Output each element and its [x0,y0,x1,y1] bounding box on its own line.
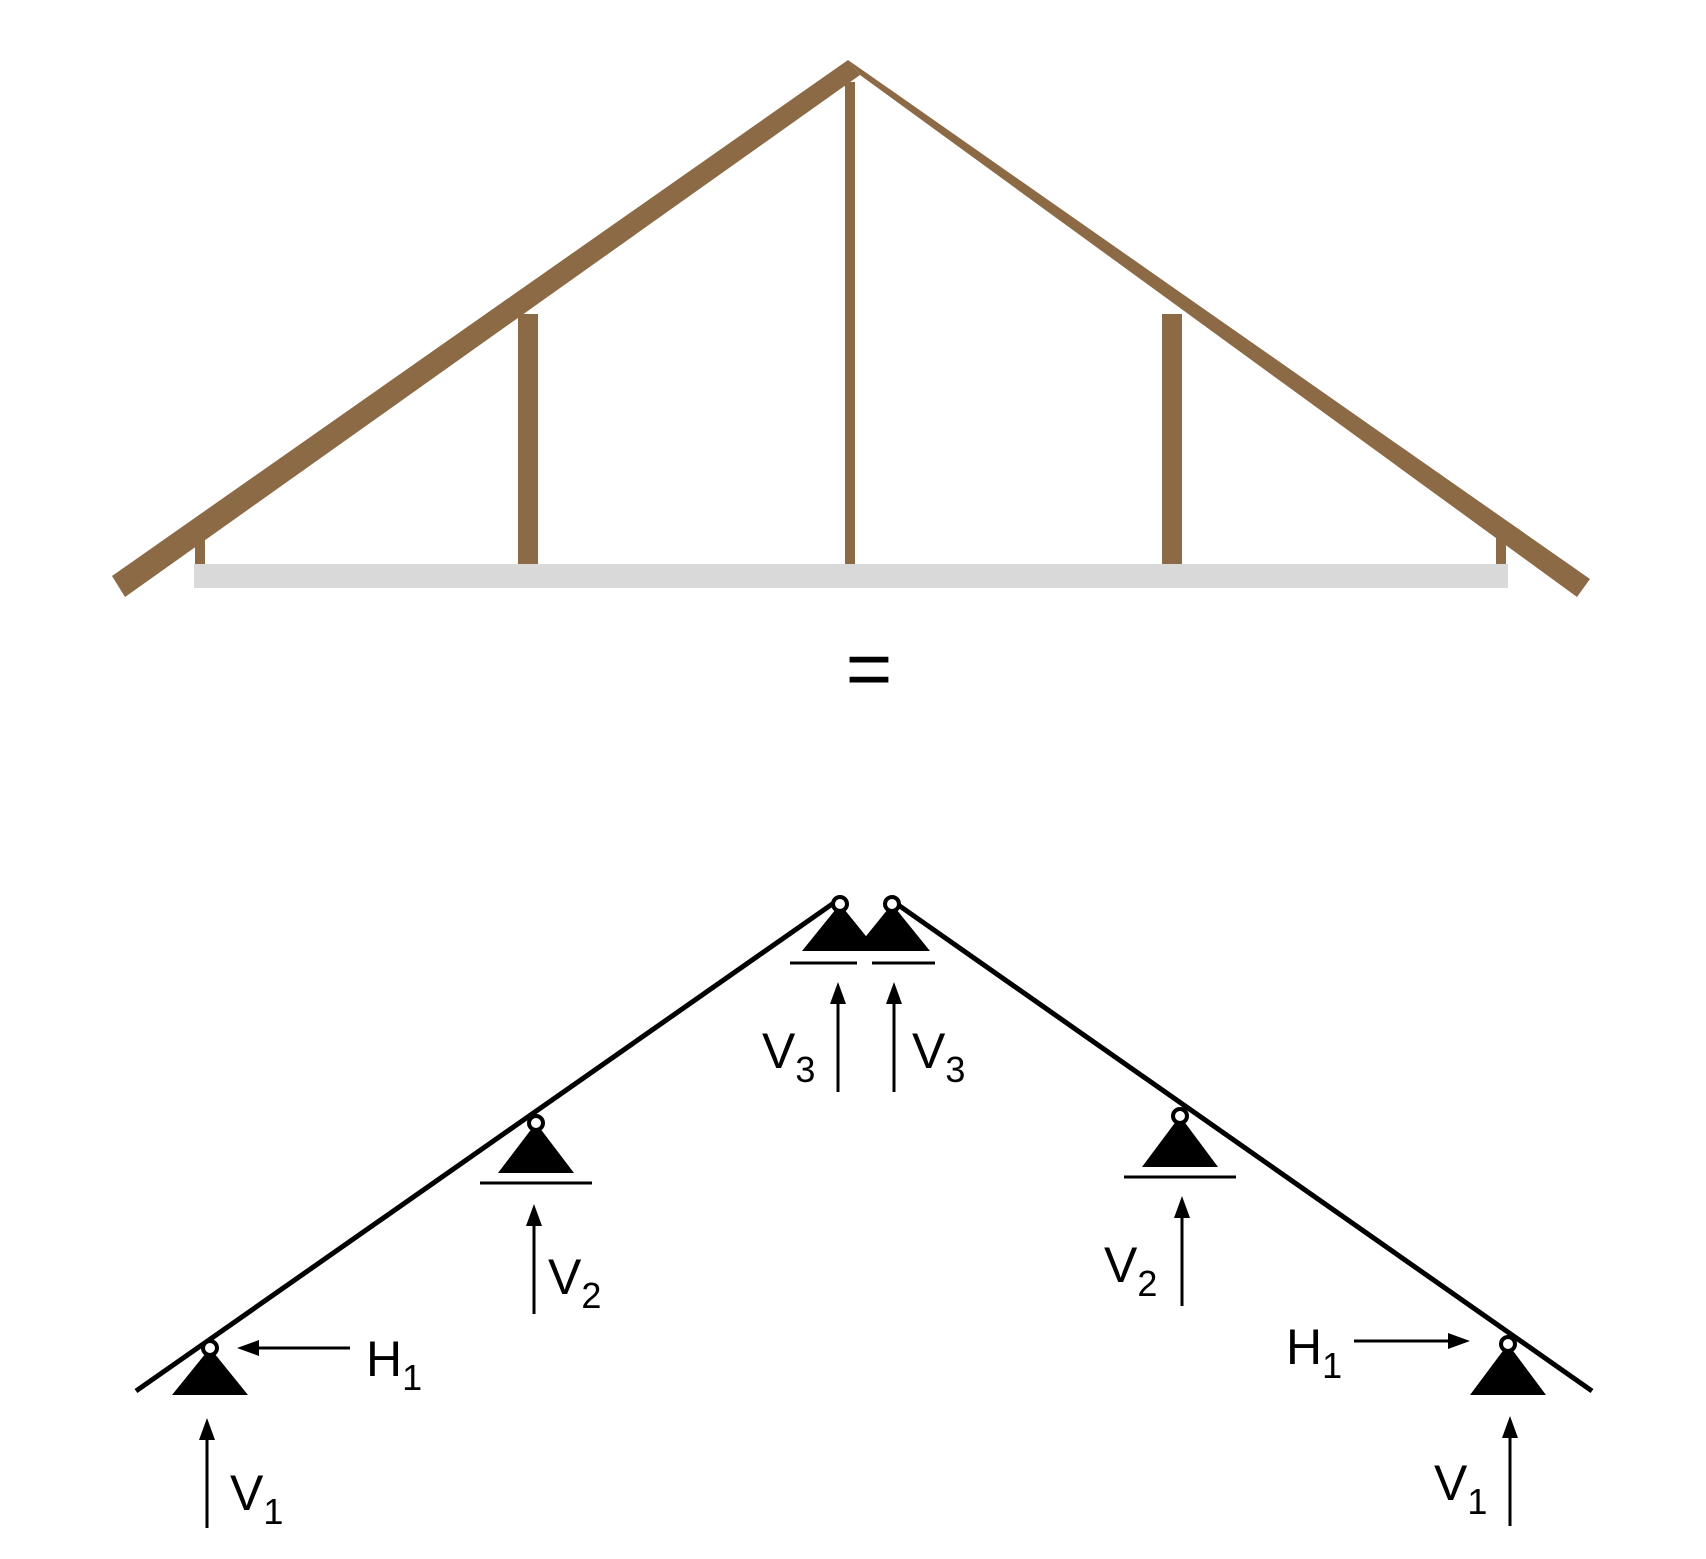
arrow-apex-right-v3 [886,982,902,1092]
timber-truss [112,60,1590,597]
label-right-v1: V1 [1434,1455,1487,1522]
left-rafter-line [134,897,840,1394]
left-end-pin-support [172,1339,248,1395]
arrow-left-v2 [526,1204,542,1314]
arrow-left-h1 [237,1340,350,1356]
label-letter: V [548,1249,582,1305]
right-end-post [1496,536,1506,564]
right-rafter-line [892,899,1594,1394]
label-index: 2 [1137,1263,1157,1304]
right-rafter [848,60,1590,597]
label-right-v2: V2 [1104,1237,1157,1304]
left-rafter [112,60,860,597]
left-mid-roller-support [480,1114,592,1185]
apex-right-roller-support [854,895,935,965]
arrow-left-v1 [199,1418,215,1528]
label-apex-left-v3: V3 [762,1023,815,1090]
right-end-pin-support [1470,1335,1546,1395]
label-letter: H [366,1331,402,1387]
label-letter: V [1434,1455,1468,1511]
equals-sign: = [846,624,893,713]
arrow-right-v1 [1502,1416,1518,1526]
label-letter: V [912,1023,946,1079]
label-letter: V [230,1465,264,1521]
left-end-post [195,536,205,564]
label-left-v1: V1 [230,1465,283,1532]
right-vertical-strut [1162,314,1182,564]
label-letter: V [1104,1237,1138,1293]
label-index: 3 [945,1049,965,1090]
arrow-apex-left-v3 [830,982,846,1092]
label-letter: V [762,1023,796,1079]
label-index: 1 [263,1491,283,1532]
arrow-right-h1 [1354,1333,1470,1349]
label-letter: H [1286,1319,1322,1375]
label-right-h1: H1 [1286,1319,1342,1386]
label-left-h1: H1 [366,1331,422,1398]
structural-model [134,895,1594,1528]
left-vertical-strut [518,314,538,564]
ceiling-joist [194,564,1508,588]
label-index: 3 [795,1049,815,1090]
apex-left-roller-support [790,895,878,965]
center-king-post [845,82,855,564]
label-apex-right-v3: V3 [912,1023,965,1090]
right-mid-roller-support [1124,1107,1236,1179]
label-index: 1 [1322,1345,1342,1386]
label-index: 1 [1467,1481,1487,1522]
label-left-v2: V2 [548,1249,601,1316]
arrow-right-v2 [1174,1196,1190,1306]
label-index: 1 [402,1357,422,1398]
force-labels: V1 H1 V2 V3 V3 V2 H1 V1 [230,1023,1487,1532]
label-index: 2 [581,1275,601,1316]
